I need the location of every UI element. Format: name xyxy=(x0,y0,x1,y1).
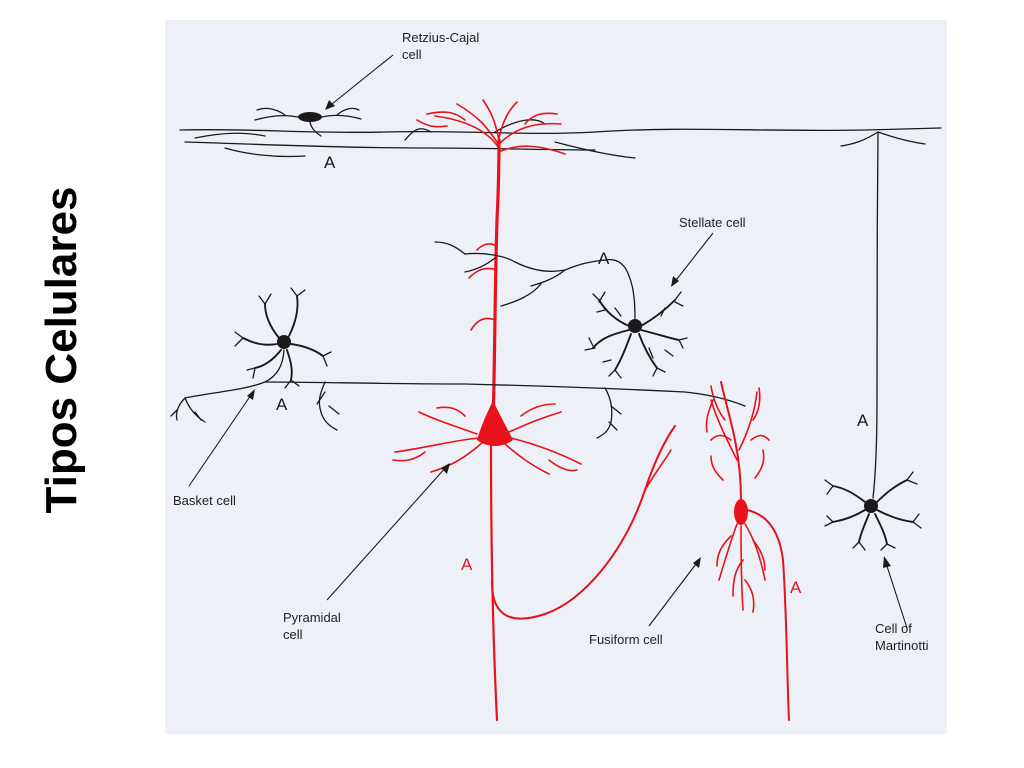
fusiform-label: Fusiform cell xyxy=(589,632,663,647)
retzius-cajal-cell: Retzius-Cajal cell A xyxy=(254,30,479,172)
martinotti-label-line2: Martinotti xyxy=(875,638,929,653)
stellate-label: Stellate cell xyxy=(679,215,746,230)
pyramidal-label-line2: cell xyxy=(283,627,303,642)
retzius-axon-marker: A xyxy=(324,153,336,172)
retzius-cajal-label: Retzius-Cajal xyxy=(402,30,479,45)
stellate-axon-marker: A xyxy=(598,249,610,268)
slide-title: Tipos Celulares xyxy=(37,186,86,514)
martinotti-label: Cell of xyxy=(875,621,912,636)
pyramidal-cell: Pyramidal cell A xyxy=(283,99,676,722)
basket-axon-marker: A xyxy=(276,395,288,414)
pyramidal-label: Pyramidal xyxy=(283,610,341,625)
fusiform-axon-marker: A xyxy=(790,578,802,597)
neuron-diagram-svg: Retzius-Cajal cell A xyxy=(165,20,947,734)
fusiform-cell: Fusiform cell A xyxy=(589,381,802,721)
martinotti-cell: Cell of Martinotti A xyxy=(824,131,929,653)
basket-cell: Basket cell A xyxy=(170,287,746,508)
diagram-background xyxy=(165,20,947,734)
martinotti-axon-marker: A xyxy=(857,411,869,430)
pyramidal-axon-marker: A xyxy=(461,555,473,574)
basket-label: Basket cell xyxy=(173,493,236,508)
retzius-cajal-label-line2: cell xyxy=(402,47,422,62)
neuron-diagram: Retzius-Cajal cell A xyxy=(165,20,947,734)
stellate-cell: Stellate cell A xyxy=(434,215,746,379)
